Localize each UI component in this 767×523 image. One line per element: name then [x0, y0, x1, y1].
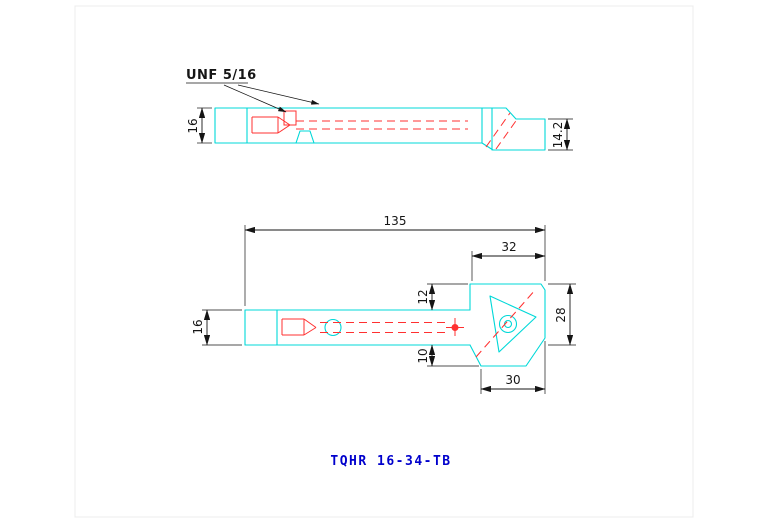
top-view-hidden-detail	[251, 110, 519, 150]
bottom-view-hidden-detail	[281, 288, 537, 358]
dim-offset-below-label: 10	[416, 348, 430, 363]
dim-top-height-left-label: 16	[186, 118, 200, 133]
top-view: UNF 5/16 16 14.2	[186, 68, 573, 151]
thread-leader-1	[223, 84, 287, 113]
dim-top-height-right: 14.2	[548, 118, 573, 151]
bottom-view: 135 32 12 10 28	[191, 214, 576, 394]
drawing-title: TQHR 16-34-TB	[330, 454, 451, 469]
dim-offset-above-label: 12	[416, 289, 430, 304]
dim-top-height-right-label: 14.2	[551, 122, 565, 149]
paper-border	[74, 5, 694, 518]
dim-head-width-top-label: 32	[501, 240, 516, 254]
bottom-view-head-outline	[469, 283, 546, 367]
dim-head-height-label: 28	[554, 307, 568, 322]
dim-offset-above: 12	[416, 283, 468, 311]
dim-head-width-bottom-label: 30	[505, 373, 520, 387]
dim-shank-width: 16	[191, 309, 242, 346]
dim-top-height-left: 16	[186, 107, 212, 144]
thread-callout-label: UNF 5/16	[186, 68, 257, 83]
top-view-outline	[214, 107, 546, 151]
top-view-centerlines	[296, 112, 519, 150]
thread-leader-2	[237, 84, 320, 105]
bottom-view-shank-outline	[244, 309, 471, 346]
dim-head-height: 28	[548, 283, 576, 346]
dim-head-width-bottom: 30	[480, 341, 546, 394]
dim-offset-below: 10	[416, 344, 479, 367]
dim-head-width-top: 32	[471, 240, 546, 281]
dim-overall-length-label: 135	[384, 214, 407, 228]
dim-overall-length: 135	[244, 214, 546, 306]
thread-callout: UNF 5/16	[186, 68, 320, 113]
dim-shank-width-label: 16	[191, 319, 205, 334]
